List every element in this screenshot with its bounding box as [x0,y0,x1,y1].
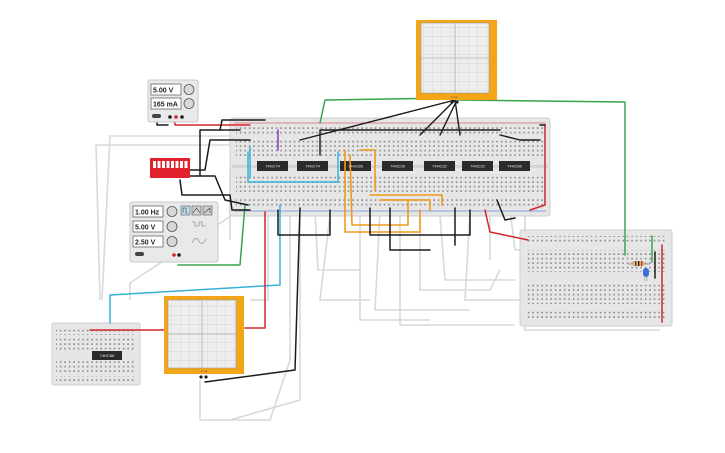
current-knob[interactable] [183,98,195,109]
left-breadboard[interactable]: 74HC86 [51,322,141,386]
dip-switch[interactable] [150,158,190,178]
supply-current-readout: 165 mA [153,102,178,109]
chip-4[interactable]: 74HC08 [382,161,413,171]
frequency-readout: 1.00 Hz [135,210,160,217]
voltage-knob[interactable] [183,84,195,95]
top-scope-tag: 1 ms [451,95,458,99]
supply-power-switch[interactable] [152,114,161,118]
chip-2[interactable]: 74HC74 [297,161,328,171]
led[interactable] [643,268,649,281]
resistor[interactable] [628,261,650,266]
frequency-knob[interactable] [166,206,178,217]
chip-6-label: 74HC32 [470,164,485,169]
chip-1[interactable]: 74HC74 [257,161,288,171]
amplitude-knob[interactable] [166,221,178,232]
chip-5-label: 74HC32 [432,164,447,169]
chip-2-label: 74HC74 [305,164,320,169]
supply-positive-terminal[interactable] [174,115,178,119]
power-supply[interactable]: 5.00 V 165 mA [147,79,199,123]
chip-4-label: 74HC08 [390,164,405,169]
chip-7[interactable]: 74HC86 [499,161,530,171]
bottom-scope-probe-pos[interactable] [204,375,208,379]
chip-3-label: 74HC86 [348,164,363,169]
bottom-scope-tag: 1 ms [201,369,208,373]
triangle-wave-button[interactable] [191,205,202,216]
generator-positive-terminal[interactable] [172,253,176,257]
square-wave-button[interactable] [180,205,191,216]
supply-negative-terminal[interactable] [168,115,172,119]
sine-wave-icon [191,238,207,244]
right-breadboard[interactable] [519,229,673,327]
top-scope-probe-neg[interactable] [450,100,454,104]
chip-5[interactable]: 74HC32 [424,161,455,171]
sawtooth-wave-button[interactable] [202,205,213,216]
supply-voltage-readout: 5.00 V [153,88,174,95]
chip-6[interactable]: 74HC32 [462,161,493,171]
chip-1-label: 74HC74 [265,164,280,169]
offset-knob[interactable] [166,236,178,247]
function-generator[interactable]: 1.00 Hz 5.00 V 2.50 V [129,201,219,263]
amplitude-readout: 5.00 V [135,225,156,232]
left-chip-label: 74HC86 [100,353,115,358]
bottom-scope-probe-neg[interactable] [199,375,203,379]
chip-3[interactable]: 74HC86 [340,161,371,171]
oscilloscope-top[interactable]: 1 ms [416,20,497,104]
chip-7-label: 74HC86 [507,164,522,169]
square-wave-icon [192,221,206,227]
top-scope-probe-pos[interactable] [455,100,459,104]
wires [89,97,663,383]
supply-ground-terminal[interactable] [180,115,184,119]
oscilloscope-bottom[interactable]: 1 ms [164,296,244,379]
offset-readout: 2.50 V [135,240,156,247]
chip-row: 74HC74 74HC74 74HC86 74HC08 74HC32 74HC3… [257,161,530,171]
generator-power-switch[interactable] [135,252,144,256]
generator-negative-terminal[interactable] [177,253,181,257]
left-chip[interactable]: 74HC86 [92,351,122,360]
